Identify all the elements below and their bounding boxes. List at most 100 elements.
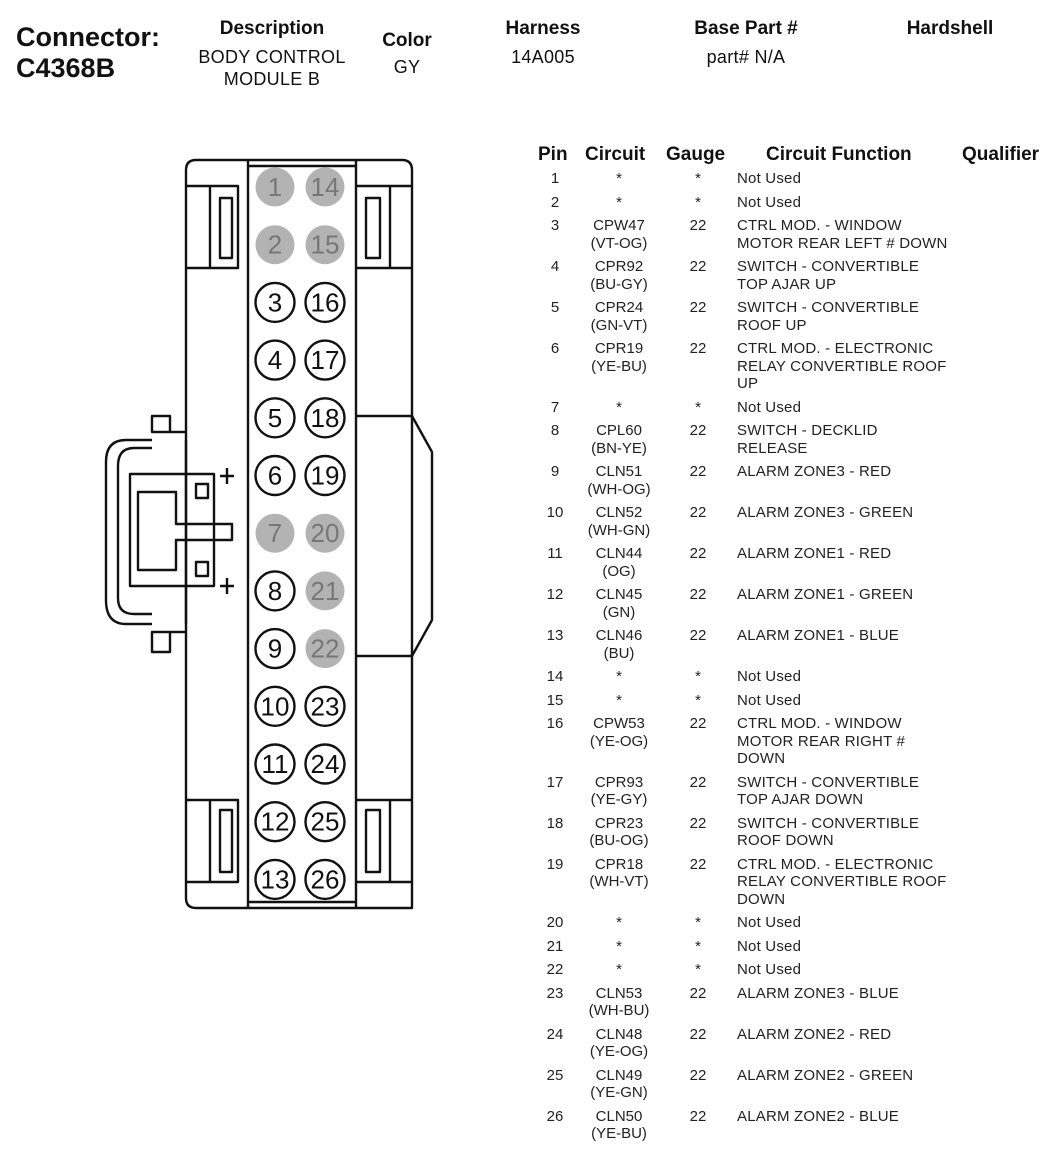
function-line: CTRL MOD. - WINDOW xyxy=(737,217,902,234)
pin-label: 5 xyxy=(268,403,282,433)
pin-label: 10 xyxy=(261,691,290,721)
circuit-line: * xyxy=(616,691,622,709)
function-line: RELAY CONVERTIBLE ROOF xyxy=(737,873,947,890)
circuit-line: (YE-GN) xyxy=(590,1084,648,1101)
pin-label: 16 xyxy=(311,287,340,317)
gauge-value: 22 xyxy=(689,217,707,234)
circuit-line: CLN51 xyxy=(595,463,643,480)
pin-label: 4 xyxy=(268,345,282,375)
function-line: ROOF DOWN xyxy=(737,832,834,849)
function-line: Not Used xyxy=(737,961,802,978)
function-line: ROOF UP xyxy=(737,316,807,334)
col-header-qualifier: Qualifier xyxy=(962,144,1040,165)
pin-cavity: 19 xyxy=(304,454,346,497)
function-line: ALARM ZONE2 - BLUE xyxy=(737,1107,899,1125)
pin-label: 7 xyxy=(268,518,282,548)
function-line: TOP AJAR UP xyxy=(737,275,837,293)
circuit-function-cell: Not Used xyxy=(737,170,965,188)
circuit-line: (OG) xyxy=(602,562,636,580)
pin-number: 23 xyxy=(546,984,564,1002)
function-line: SWITCH - DECKLID xyxy=(737,422,878,439)
pin-label: 26 xyxy=(311,864,340,894)
circuit-cell: CLN48(YE-OG) xyxy=(575,1026,663,1061)
gauge-value: 22 xyxy=(689,1107,707,1125)
function-line: ALARM ZONE2 - RED xyxy=(737,1025,892,1043)
pin-cavity: 6 xyxy=(254,454,296,497)
function-line: RELAY CONVERTIBLE ROOF xyxy=(737,357,947,375)
pin-number: 25 xyxy=(546,1066,564,1084)
gauge-value: 22 xyxy=(689,463,707,480)
gauge-value: 22 xyxy=(689,340,707,357)
pin-label: 18 xyxy=(311,403,340,433)
pin-cavity: 1 xyxy=(255,167,295,207)
description-block: Description BODY CONTROL MODULE B xyxy=(172,18,372,90)
pin-number: 18 xyxy=(546,814,564,832)
function-line: Not Used xyxy=(737,193,802,211)
gauge-value: 22 xyxy=(689,545,707,562)
harness-block: Harness 14A005 xyxy=(483,18,603,68)
circuit-cell: * xyxy=(575,692,663,710)
circuit-line: * xyxy=(616,668,622,685)
circuit-line: * xyxy=(616,193,622,211)
circuit-cell: CLN49(YE-GN) xyxy=(575,1067,663,1102)
pin-label: 1 xyxy=(268,172,282,202)
pin-circle xyxy=(254,858,296,901)
base-part-block: Base Part # part# N/A xyxy=(676,18,816,68)
circuit-line: CPR24 xyxy=(594,299,644,316)
pin-number: 8 xyxy=(550,422,560,439)
base-part-value: part# N/A xyxy=(706,47,786,67)
pin-number: 3 xyxy=(550,217,560,234)
pin-label: 17 xyxy=(311,345,340,375)
gauge-value: 22 xyxy=(689,586,707,603)
function-line: Not Used xyxy=(737,398,802,416)
pin-number: 12 xyxy=(546,586,564,603)
pin-circle xyxy=(304,801,346,843)
circuit-cell: CPR93(YE-GY) xyxy=(575,774,663,809)
pin-cavities: 1234567891011121314151617181920212223242… xyxy=(254,167,346,901)
circuit-line: CLN50 xyxy=(595,1107,643,1125)
description-value-line-2: MODULE B xyxy=(223,69,321,89)
pin-label: 11 xyxy=(262,749,289,779)
pin-circle xyxy=(304,339,346,381)
circuit-line: CPR19 xyxy=(594,340,644,357)
pin-number: 16 xyxy=(546,715,564,732)
pin-cavity: 18 xyxy=(304,397,346,439)
gauge-value: 22 xyxy=(689,504,707,521)
circuit-line: (WH-OG) xyxy=(587,480,651,498)
pin-cavity: 9 xyxy=(254,627,296,670)
circuit-cell: * xyxy=(575,938,663,956)
circuit-cell: CLN50(YE-BU) xyxy=(575,1108,663,1143)
pin-cavity: 13 xyxy=(254,858,296,901)
pin-cavity: 11 xyxy=(254,743,296,785)
function-line: CTRL MOD. - ELECTRONIC xyxy=(737,855,934,873)
circuit-line: CLN45 xyxy=(595,586,643,603)
latch-bottom-right xyxy=(356,798,412,884)
circuit-line: (YE-BU) xyxy=(591,357,647,375)
pin-label: 25 xyxy=(311,807,340,837)
function-line: UP xyxy=(737,375,759,392)
function-line: Not Used xyxy=(737,691,802,709)
gauge-value: 22 xyxy=(689,422,707,439)
circuit-line: CPR18 xyxy=(594,855,644,873)
col-header-circuit: Circuit xyxy=(585,144,646,165)
pin-label: 20 xyxy=(311,518,340,548)
pin-circle-unused xyxy=(305,167,345,207)
pin-circle-unused xyxy=(255,513,295,553)
pin-label: 9 xyxy=(268,634,282,664)
circuit-line: (BN-YE) xyxy=(591,439,647,457)
circuit-line: (YE-BU) xyxy=(591,1125,647,1142)
pin-circle xyxy=(254,339,296,381)
pin-circle xyxy=(304,281,346,324)
pin-cavity: 5 xyxy=(254,397,296,439)
function-line: SWITCH - CONVERTIBLE xyxy=(737,773,920,791)
pin-label: 19 xyxy=(311,461,340,491)
harness-label: Harness xyxy=(505,18,581,39)
circuit-line: (BU-OG) xyxy=(589,832,649,849)
gauge-value: * xyxy=(695,193,701,211)
pin-label: 3 xyxy=(268,287,282,317)
pin-number: 5 xyxy=(550,299,560,316)
